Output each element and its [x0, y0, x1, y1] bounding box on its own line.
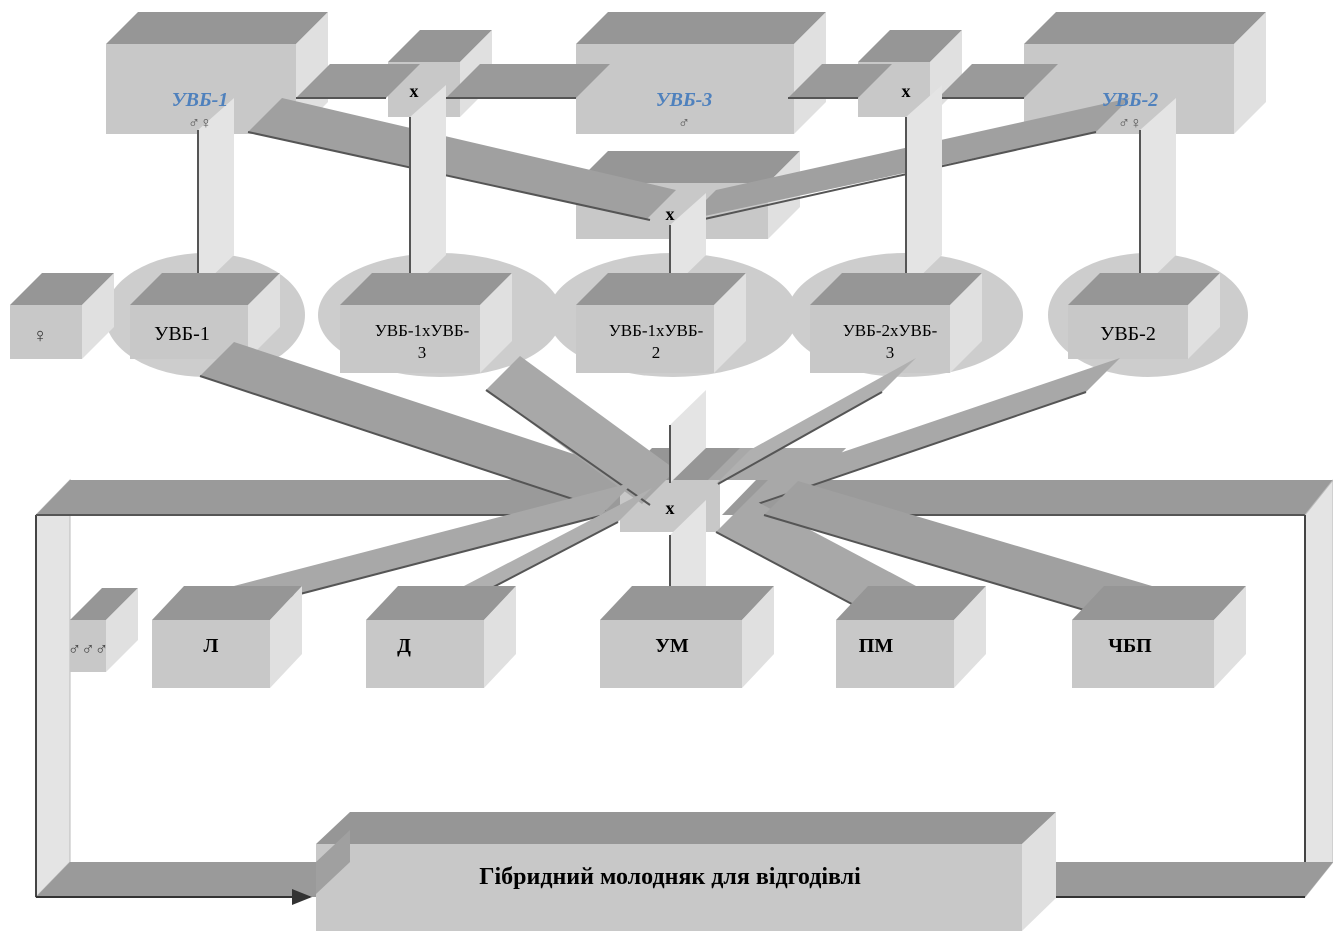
mid-5-line1: УВБ-2	[1100, 323, 1156, 345]
mid-4-line2: 3	[886, 343, 895, 362]
return-loop	[35, 478, 1333, 905]
result-label: Гібридний молодняк для відгодівлі	[479, 864, 861, 890]
box-mid-1	[130, 273, 280, 359]
bottom-4-label: ПМ	[859, 635, 894, 657]
cross-mark-right: х	[902, 81, 911, 101]
bottom-5-label: ЧБП	[1108, 635, 1152, 657]
bottom-2-label: Д	[397, 635, 411, 657]
bottom-3-label: УМ	[655, 635, 689, 657]
top-bands	[296, 64, 1058, 99]
cross-mark-left: х	[410, 81, 419, 101]
box-bottom-5	[1072, 586, 1246, 688]
uvb1-top-sex: ♂♀	[188, 115, 212, 132]
uvb1-top-label: УВБ-1	[172, 89, 229, 111]
mid-3-line1: УВБ-1хУВБ-	[609, 321, 704, 340]
box-bottom-2	[366, 586, 516, 688]
box-bottom-4	[836, 586, 986, 688]
uvb3-top-label: УВБ-3	[656, 89, 713, 111]
uvb2-top-label: УВБ-2	[1102, 89, 1159, 111]
box-mid-5	[1068, 273, 1220, 359]
converging-bands-upper	[199, 342, 1120, 511]
uvb2-top-sex: ♂♀	[1118, 115, 1142, 132]
cross-mark-center: х	[666, 204, 675, 224]
mid-3-line2: 2	[652, 343, 661, 362]
box-male	[70, 588, 138, 672]
male-symbols: ♂♂♂	[68, 639, 109, 659]
bottom-1-label: Л	[204, 635, 219, 657]
box-female	[10, 273, 114, 359]
vertical-connectors-top	[197, 85, 1176, 290]
box-mid-4	[810, 273, 982, 373]
labels: УВБ-1 ♂♀ УВБ-3 ♂ УВБ-2 ♂♀ х х х х ♀ УВБ-…	[33, 81, 1159, 890]
cross-mark-lower: х	[666, 498, 675, 518]
result-box	[316, 812, 1056, 931]
mid-2-line1: УВБ-1хУВБ-	[375, 321, 470, 340]
uvb3-top-sex: ♂	[678, 115, 690, 132]
box-bottom-3	[600, 586, 774, 688]
box-mid-2	[340, 273, 512, 373]
mid-1-line1: УВБ-1	[154, 323, 210, 345]
mid-2-line2: 3	[418, 343, 427, 362]
box-uvb3-top	[576, 12, 826, 134]
female-symbol: ♀	[33, 325, 48, 347]
box-bottom-1	[152, 586, 302, 688]
mid-4-line1: УВБ-2хУВБ-	[843, 321, 938, 340]
box-mid-3	[576, 273, 746, 373]
